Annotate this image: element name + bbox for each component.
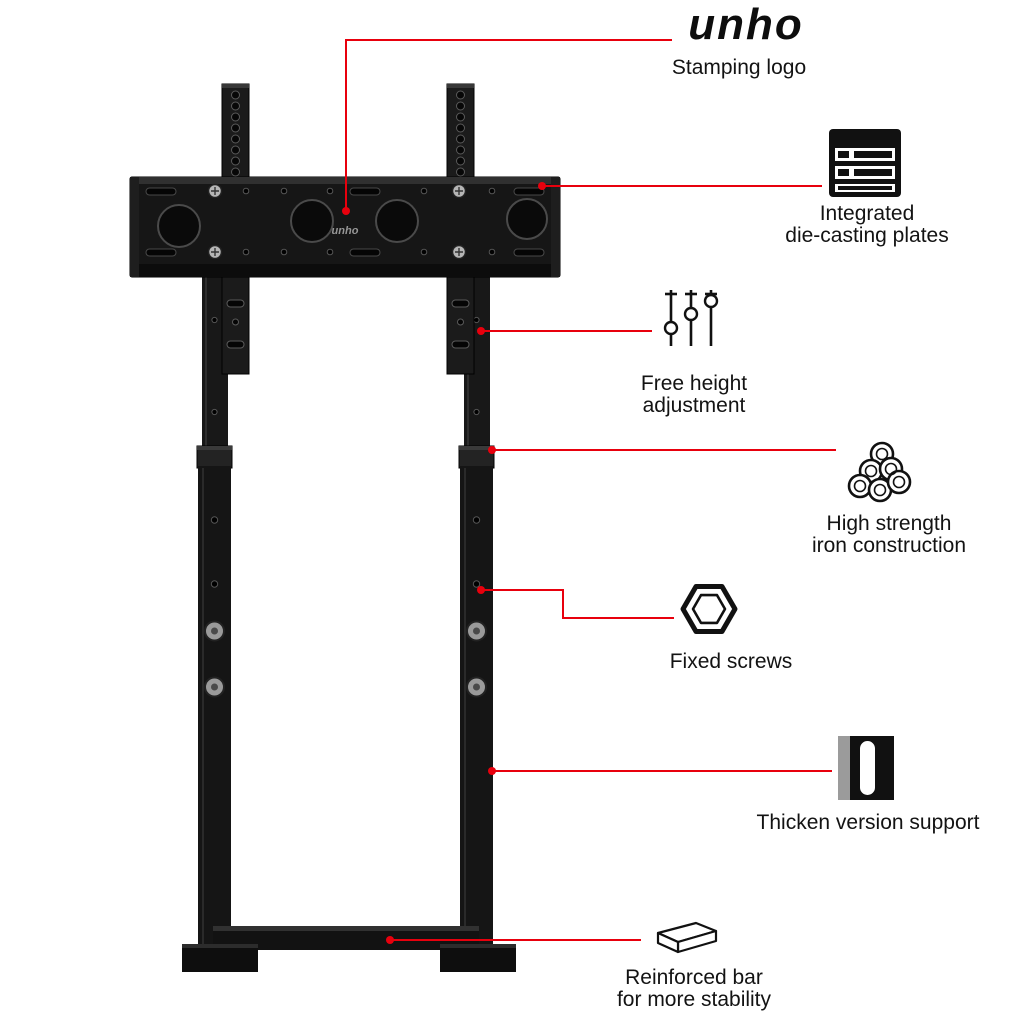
height-adjustment-sliders-icon [660,284,722,352]
left-foot [182,944,258,972]
right-leg-screw-knobs [466,620,487,698]
label-line: High strength [826,512,952,535]
callout-lines [342,39,836,944]
callout-label-die-casting: Integrated die-casting plates [785,203,948,247]
right-foot [440,944,516,972]
callout-line-die-casting [538,182,822,190]
callout-label-reinforced-bar: Reinforced bar for more stability [617,967,771,1011]
label-line: Reinforced bar [625,966,763,989]
callout-line-iron-construction [488,446,836,454]
label-line: for more stability [616,988,772,1011]
support-plate-icon [838,736,894,800]
bracket-screws [207,183,467,260]
callout-label-fixed-screws: Fixed screws [669,650,793,673]
callout-label-thicken-support: Thicken version support [756,811,980,834]
label-line: adjustment [642,394,746,417]
label-line: Free height [640,372,748,395]
label-line: iron construction [811,534,967,557]
label-line: die-casting plates [785,224,949,247]
callout-line-fixed-screws [477,586,674,619]
callout-label-stamping-logo: Stamping logo [671,56,807,79]
brand-logo: unho [688,0,804,49]
plate-stamp-text: unho [332,225,359,237]
callout-line-reinforced-bar [386,936,641,944]
callout-line-height-adjustment [477,327,652,335]
callout-label-height-adjustment: Free height adjustment [641,373,747,417]
hex-screw-icon [677,577,741,641]
base [182,926,516,972]
callout-label-iron-construction: High strength iron construction [812,513,966,557]
die-casting-plates-icon [828,128,902,198]
callout-line-stamping-logo [342,39,672,215]
label-line: Integrated [819,202,915,225]
reinforced-bar-icon [644,916,726,960]
iron-pipes-icon [840,434,918,508]
right-leg [458,270,495,952]
mount-bracket-plate: unho [129,176,561,278]
left-leg-screw-knobs [204,620,225,698]
callout-line-thicken-support [488,767,832,775]
